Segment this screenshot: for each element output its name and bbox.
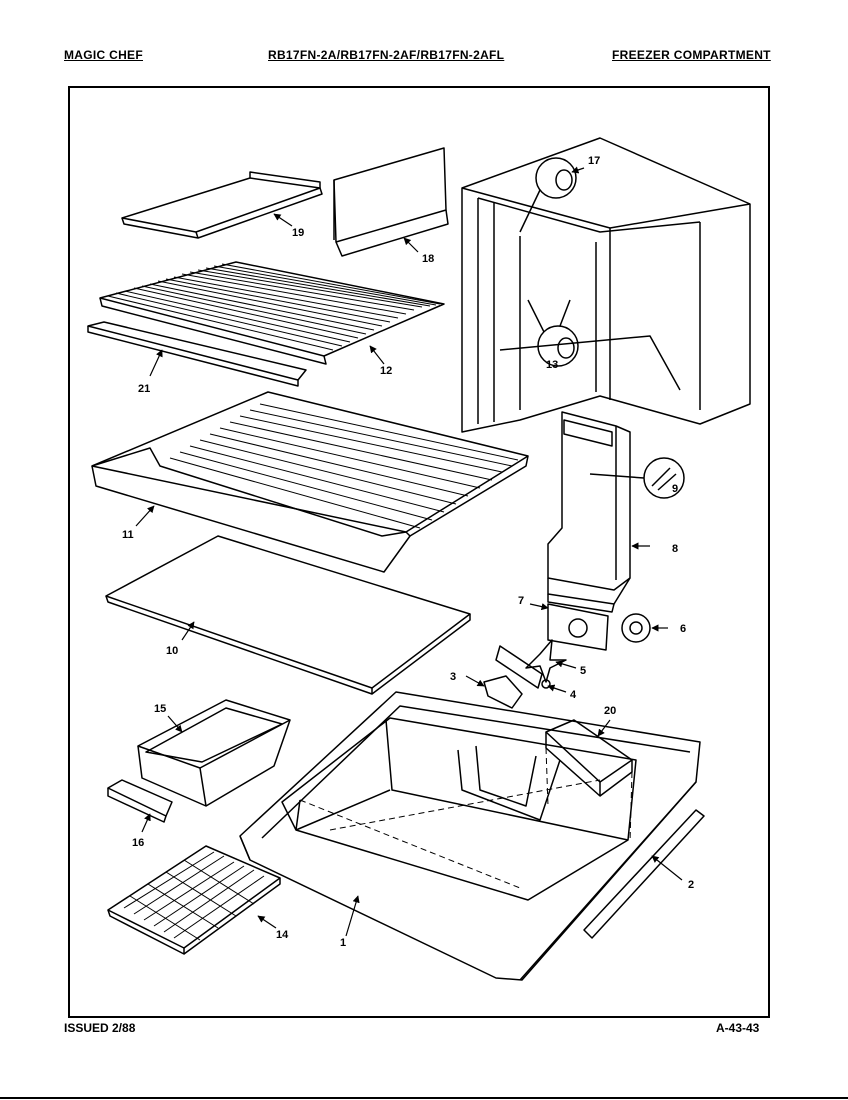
callout-5: 5 xyxy=(580,665,586,677)
issued-date: ISSUED 2/88 xyxy=(64,1021,136,1035)
part-5-fan-blade xyxy=(525,639,567,683)
part-19-shelf xyxy=(121,171,323,239)
callout-12: 12 xyxy=(380,365,392,377)
part-21-rail xyxy=(87,321,307,387)
part-11-cover-frame xyxy=(91,391,529,573)
part-7-bracket xyxy=(547,603,609,651)
part-1-floor-assembly xyxy=(239,691,701,981)
part-9-clip xyxy=(589,457,685,499)
callout-13: 13 xyxy=(546,359,558,371)
part-20-cover xyxy=(545,719,633,843)
model-numbers: RB17FN-2A/RB17FN-2AF/RB17FN-2AFL xyxy=(268,48,505,62)
part-12-wire-shelf xyxy=(99,261,445,365)
callout-15: 15 xyxy=(154,703,166,715)
callout-17: 17 xyxy=(588,155,600,167)
callout-7: 7 xyxy=(518,595,524,607)
callout-14: 14 xyxy=(276,929,289,941)
callout-19: 19 xyxy=(292,227,304,239)
freezer-cabinet xyxy=(461,137,751,433)
part-8-evap-cover xyxy=(547,411,631,613)
part-4-motor xyxy=(495,645,551,689)
part-17-plug xyxy=(519,157,577,233)
callout-9: 9 xyxy=(672,483,678,495)
part-16-pan-rail xyxy=(107,779,173,823)
callout-16: 16 xyxy=(132,837,144,849)
brand-title: MAGIC CHEF xyxy=(64,48,143,62)
exploded-parts-diagram: 1 2 3 4 5 6 7 8 9 10 11 12 13 14 15 16 1… xyxy=(87,137,751,981)
part-18-divider xyxy=(333,147,449,257)
part-10-panel xyxy=(105,535,471,695)
part-14-ice-tray xyxy=(107,845,281,955)
bottom-rule xyxy=(0,1097,848,1099)
callout-18: 18 xyxy=(422,253,434,265)
callout-6: 6 xyxy=(680,623,686,635)
callout-2: 2 xyxy=(688,879,694,891)
part-15-pan xyxy=(137,699,291,807)
callout-11: 11 xyxy=(122,529,134,541)
part-13-plug xyxy=(527,299,579,367)
part-3-motor-bracket xyxy=(483,675,523,709)
callout-20: 20 xyxy=(604,705,616,717)
part-6-grommet xyxy=(621,613,651,643)
section-title: FREEZER COMPARTMENT xyxy=(612,48,771,62)
callout-1: 1 xyxy=(340,937,346,949)
document-code: A-43-43 xyxy=(716,1021,760,1035)
part-2-side-rail xyxy=(583,809,705,939)
callout-8: 8 xyxy=(672,543,678,555)
diagram-frame xyxy=(68,86,770,1018)
callout-10: 10 xyxy=(166,645,178,657)
callout-21: 21 xyxy=(138,383,150,395)
callout-4: 4 xyxy=(570,689,577,701)
callout-3: 3 xyxy=(450,671,456,683)
